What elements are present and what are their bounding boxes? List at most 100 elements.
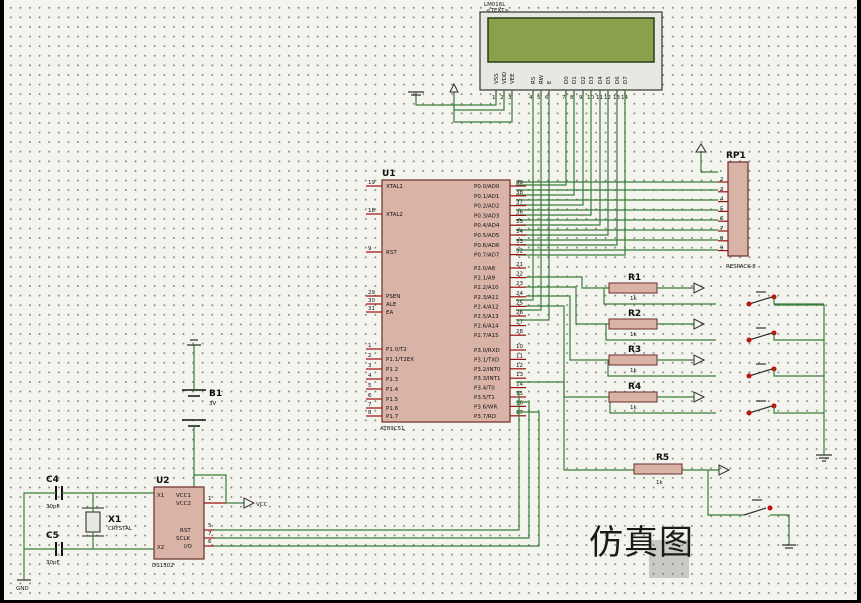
rtc-u2[interactable]: U2 DS1302 X1 X2 VCC1 VCC2 RST SCLK I/O 1… xyxy=(152,476,226,569)
u1-right-pin-name: P0.7/AD7 xyxy=(474,253,500,259)
u1-right-pin-number: 39 xyxy=(516,180,523,186)
u1-left-pin-number: 6 xyxy=(368,393,372,399)
u1-left-pin-name: EA xyxy=(386,310,393,316)
lcd-pin-number: 1 xyxy=(492,95,496,101)
u1-right-pins: 39P0.0/AD038P0.1/AD137P0.2/AD236P0.3/AD3… xyxy=(474,180,526,420)
rp1-pin-number: 2 xyxy=(720,177,724,183)
u1-ref: U1 xyxy=(382,169,396,179)
u1-right-pin-name: P3.7/RD xyxy=(474,414,496,420)
u1-left-pin-number: 4 xyxy=(368,373,372,379)
u2-num-rst: 5 xyxy=(208,523,212,529)
u1-right-pin-number: 33 xyxy=(516,239,523,245)
u1-right-pin-number: 32 xyxy=(516,249,523,255)
resistor-ref: R1 xyxy=(628,273,641,283)
lcd-part-label: LM016L xyxy=(484,2,506,8)
u1-right-pin-name: P2.4/A12 xyxy=(474,304,499,310)
vcc-label: VCC xyxy=(256,502,268,508)
lcd-display[interactable]: LM016L <TEXT> VSS1VDD2VEE3RS4RW5E6D07D18… xyxy=(479,2,663,101)
u1-left-pin-name: RST xyxy=(386,250,397,256)
lcd-pin-label: RS xyxy=(531,76,537,84)
u2-pin-x2: X2 xyxy=(157,545,164,551)
u1-right-pin-name: P0.5/AD5 xyxy=(474,233,500,239)
u1-left-pin-name: P1.5 xyxy=(386,397,399,403)
microcontroller-u1[interactable]: U1 AT89C51 19XTAL118XTAL29RST29PSEN30ALE… xyxy=(366,169,526,432)
u1-right-pin-number: 22 xyxy=(516,272,523,278)
rp1-pin-number: 8 xyxy=(720,236,724,242)
lcd-pin-label: E xyxy=(547,80,553,84)
lcd-pin-label: D4 xyxy=(598,76,604,84)
u1-left-pin-number: 8 xyxy=(368,410,372,416)
u1-right-pin-number: 25 xyxy=(516,300,523,306)
resistor-value: 1k xyxy=(630,368,637,374)
capacitors: C4 30pF C5 30pF GND xyxy=(16,475,154,592)
u1-right-pin-name: P2.5/A13 xyxy=(474,314,499,320)
u1-right-pin-number: 34 xyxy=(516,229,523,235)
u1-right-pin-number: 35 xyxy=(516,219,523,225)
u1-left-pin-number: 3 xyxy=(368,363,372,369)
x1-part: CRYSTAL xyxy=(108,526,133,532)
lcd-pin-label: RW xyxy=(539,74,545,84)
u1-left-pins: 19XTAL118XTAL29RST29PSEN30ALE31EA1P1.0/T… xyxy=(366,180,414,420)
battery-b1[interactable]: B1 3V xyxy=(182,339,222,496)
ground-bus-right xyxy=(774,304,832,462)
resistor-value: 1k xyxy=(630,296,637,302)
u1-right-pin-name: P3.0/RXD xyxy=(474,348,500,354)
lcd-pin-number: 9 xyxy=(579,95,583,101)
u1-right-pin-number: 21 xyxy=(516,262,523,268)
lcd-pin-label: D6 xyxy=(615,76,621,84)
u2-pin-vcc2: VCC2 xyxy=(176,501,191,507)
u1-right-pin-name: P0.0/AD0 xyxy=(474,184,500,190)
lcd-pin-number: 6 xyxy=(545,95,549,101)
rp1-pin-number: 3 xyxy=(720,187,724,193)
rp1-pin-number: 7 xyxy=(720,226,724,232)
r5-ref: R5 xyxy=(656,453,669,463)
lcd-pin-label: D1 xyxy=(572,76,578,84)
resistor-ref: R2 xyxy=(628,309,641,319)
u1-left-pin-number: 9 xyxy=(368,246,372,252)
lcd-pin-number: 8 xyxy=(570,95,574,101)
u1-right-pin-number: 27 xyxy=(516,320,523,326)
u1-left-pin-name: P1.2 xyxy=(386,367,398,373)
u1-right-pin-name: P0.6/AD6 xyxy=(474,243,500,249)
u1-right-pin-name: P2.7/A15 xyxy=(474,333,499,339)
u1-left-pin-name: P1.0/T2 xyxy=(386,347,407,353)
u1-left-pin-name: P1.7 xyxy=(386,414,399,420)
u1-right-pin-name: P2.1/A9 xyxy=(474,276,496,282)
lcd-pin-label: VSS xyxy=(494,73,500,84)
u1-part: AT89C51 xyxy=(380,426,405,432)
lcd-pin-number: 7 xyxy=(562,95,566,101)
resistor-r5-network[interactable]: R5 1k xyxy=(516,381,796,549)
u1-right-pin-number: 24 xyxy=(516,291,523,297)
rp1-pin-number: 6 xyxy=(720,216,724,222)
resistor-r1-branch[interactable]: R1 1k xyxy=(526,273,824,307)
x1-ref: X1 xyxy=(108,515,121,525)
u1-right-pin-name: P0.1/AD1 xyxy=(474,194,499,200)
u1-right-pin-name: P2.2/A10 xyxy=(474,285,499,291)
crystal-x1[interactable]: X1 CRYSTAL xyxy=(82,507,133,537)
u1-right-pin-number: 16 xyxy=(516,400,523,406)
gnd-label: GND xyxy=(16,586,29,592)
lcd-pin-label: VDD xyxy=(502,72,508,84)
rp1-pin-number: 9 xyxy=(720,246,724,252)
u1-right-pin-name: P2.6/A14 xyxy=(474,324,499,330)
resistor-ref: R3 xyxy=(628,345,641,355)
u1-left-pin-name: XTAL2 xyxy=(386,212,403,218)
r5-value: 1k xyxy=(656,480,663,486)
resistor-r2-branch[interactable]: R2 1k xyxy=(526,286,824,343)
lcd-pin-label: D5 xyxy=(606,76,612,84)
resistor-r3-branch[interactable]: R3 1k xyxy=(526,295,824,379)
resistor-r4-branch[interactable]: R4 1k xyxy=(526,305,824,416)
u1-left-pin-name: P1.3 xyxy=(386,377,399,383)
lcd-pin-number: 3 xyxy=(508,95,512,101)
resistor-value: 1k xyxy=(630,332,637,338)
u2-num-io: 6 xyxy=(208,539,212,545)
lcd-text-placeholder: <TEXT> xyxy=(486,8,509,14)
u2-part: DS1302 xyxy=(152,563,174,569)
resistor-ref: R4 xyxy=(628,382,641,392)
schematic-canvas: LM016L <TEXT> VSS1VDD2VEE3RS4RW5E6D07D18… xyxy=(16,2,832,592)
u2-num-vcc2: 1 xyxy=(208,496,212,502)
watermark-text: 仿真图 xyxy=(589,523,694,563)
c4-value: 30pF xyxy=(46,504,60,510)
